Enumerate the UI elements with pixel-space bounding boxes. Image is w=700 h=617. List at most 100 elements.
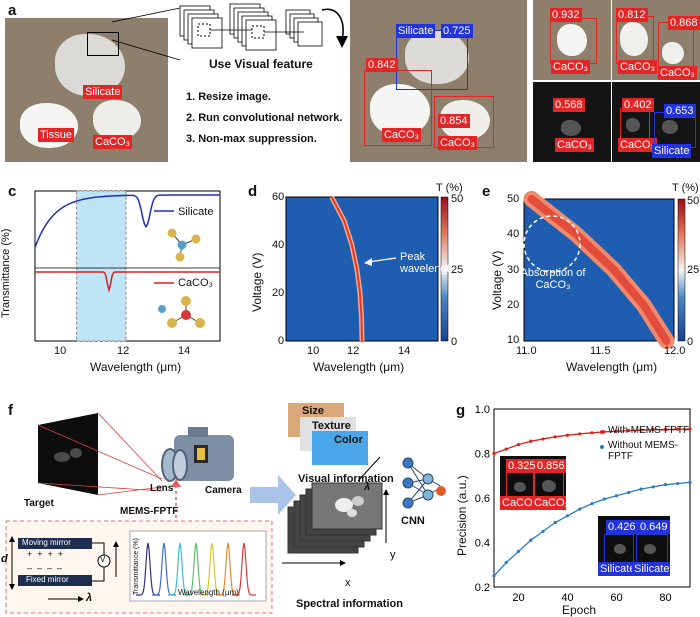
chart-c (34, 190, 221, 342)
g-xtick: 80 (659, 592, 671, 604)
c-xtick-10: 10 (54, 345, 67, 357)
step-2: 2. Run convolutional network. (186, 112, 343, 124)
g-ytick: 0.6 (475, 493, 490, 505)
d-colorbar-title: T (%) (436, 182, 463, 194)
c-legend-silicate: Silicate (178, 206, 214, 218)
label-tissue: Tissue (38, 128, 74, 142)
f-target-label: Target (24, 498, 54, 509)
e-colorbar (677, 198, 686, 342)
camera-icon (161, 427, 234, 482)
cnn-feature-stack-diagram (111, 3, 348, 61)
panel-label-e: e (482, 183, 491, 200)
f-inset-ylabel: Transmittance (%) (133, 538, 140, 595)
d-cbar-tick-25: 25 (451, 264, 464, 276)
d-ylabel: Voltage (V) (250, 252, 264, 312)
photo-detected: Silicate 0.725 0.842 CaCO₃ 0.854 CaCO₃ (350, 0, 527, 162)
f-mems-label: MEMS-FPTF (120, 506, 179, 517)
cnn-output-node (436, 486, 446, 496)
panel-label-c: c (8, 183, 17, 200)
g-xlabel: Epoch (562, 603, 597, 617)
e-colorbar-title: T (%) (672, 182, 699, 194)
c-xtick-12: 12 (117, 345, 130, 357)
f-voltage-v: V (100, 555, 106, 564)
f-visual-info: Visual information (298, 473, 394, 485)
c-legend-caco3: CaCO₃ (178, 277, 214, 289)
f-fixed-mirror: Fixed mirror (26, 575, 69, 584)
det-silicate-score: 0.725 (441, 24, 473, 38)
step-1: 1. Resize image. (186, 91, 271, 103)
panel-label-f: f (8, 402, 13, 419)
c-xlabel: Wavelength (μm) (90, 360, 182, 374)
label-caco3: CaCO₃ (93, 135, 133, 149)
panel-label-a: a (8, 2, 17, 19)
d-ytick-20: 20 (272, 287, 285, 299)
d-xlabel: Wavelength (μm) (313, 360, 405, 374)
tile-b4: 0.402 CaCO₃ 0.653 Silicate (612, 82, 700, 162)
processing-steps: 1. Resize image. 2. Run convolutional ne… (186, 87, 342, 150)
g-legend-marker-without (600, 445, 604, 449)
label-silicate: Silicate (83, 85, 123, 99)
det-silicate-label: Silicate (396, 24, 436, 38)
c-ylabel: Transmittance (%) (0, 228, 12, 318)
optical-setup-diagram: + + + + – – – – (5, 412, 273, 614)
c-series-silicate (34, 194, 220, 248)
g-inset-silicate: 0.426 0.649 Silicate Silicate (598, 516, 670, 576)
e-cbar-tick-0: 0 (687, 336, 694, 348)
d-ytick-0: 0 (278, 335, 285, 347)
e-ytick-30: 30 (507, 264, 520, 276)
g-legend-with: With MEMS-FPTF (608, 425, 690, 436)
chart-d (285, 195, 449, 342)
panel-label-d: d (248, 183, 258, 200)
f-axis-x: x (345, 577, 351, 589)
g-legend-without: Without MEMS-FPTF (608, 440, 679, 462)
f-size-card: Size (302, 405, 325, 417)
det-caco3-label-1: CaCO₃ (382, 128, 422, 142)
e-cbar-tick-25: 25 (687, 264, 700, 276)
chart-e (523, 191, 686, 349)
tile-b1: 0.932 CaCO₃ (533, 0, 611, 80)
photo-input: Silicate Tissue CaCO₃ (5, 18, 168, 162)
d-cbar-tick-50: 50 (451, 193, 464, 205)
f-texture-card: Texture (312, 420, 351, 432)
silicate-molecule-icon (167, 228, 201, 262)
step-3: 3. Non-max suppression. (186, 133, 317, 145)
filter-peak (232, 542, 256, 596)
c-series-caco3 (35, 271, 220, 293)
d-ytick-60: 60 (272, 191, 285, 203)
g-ylabel: Precision (a.u.) (455, 475, 469, 556)
f-camera-label: Camera (205, 485, 242, 496)
e-cbar-tick-50: 50 (687, 195, 700, 207)
g-ytick: 0.4 (475, 538, 490, 550)
f-lens-label: Lens (150, 483, 174, 494)
det-caco3-score-1: 0.842 (366, 58, 398, 72)
e-ytick-40: 40 (507, 228, 520, 240)
g-inset-caco3: 0.325 0.856 CaCO₃ CaCO₃ (500, 456, 566, 510)
svg-text:– – – –: – – – – (27, 563, 62, 573)
c-xtick-14: 14 (178, 345, 191, 357)
e-xtick-12: 12.0 (664, 345, 686, 357)
g-xtick: 40 (561, 592, 573, 604)
g-ytick: 1.0 (475, 404, 490, 416)
g-ytick: 0.8 (475, 449, 490, 461)
flow-title: Use Visual feature (209, 57, 313, 71)
panel-label-g: g (456, 402, 466, 419)
d-annotation-text: Peak wavelength (400, 251, 456, 275)
f-moving-mirror: Moving mirror (22, 538, 71, 547)
det-caco3-label-2: CaCO₃ (438, 136, 478, 150)
e-ylabel: Voltage (V) (490, 250, 504, 310)
e-annotation: Absorption of CaCO₃ (520, 267, 586, 291)
filter-transmission-peaks (136, 542, 256, 596)
e-xlabel: Wavelength (μm) (566, 360, 658, 374)
f-color-card: Color (334, 434, 363, 446)
g-xtick: 20 (512, 592, 524, 604)
tile-b3: 0.568 CaCO₃ (533, 82, 611, 162)
e-xtick-11: 11.0 (516, 345, 537, 357)
c-shaded-band (76, 190, 127, 342)
e-ytick-20: 20 (507, 299, 520, 311)
e-ytick-10: 10 (507, 334, 520, 346)
information-fusion-diagram (250, 403, 440, 566)
g-ytick: 0.2 (475, 582, 490, 594)
e-xtick-11-5: 11.5 (590, 345, 611, 357)
g-legend-marker-with (600, 430, 604, 434)
